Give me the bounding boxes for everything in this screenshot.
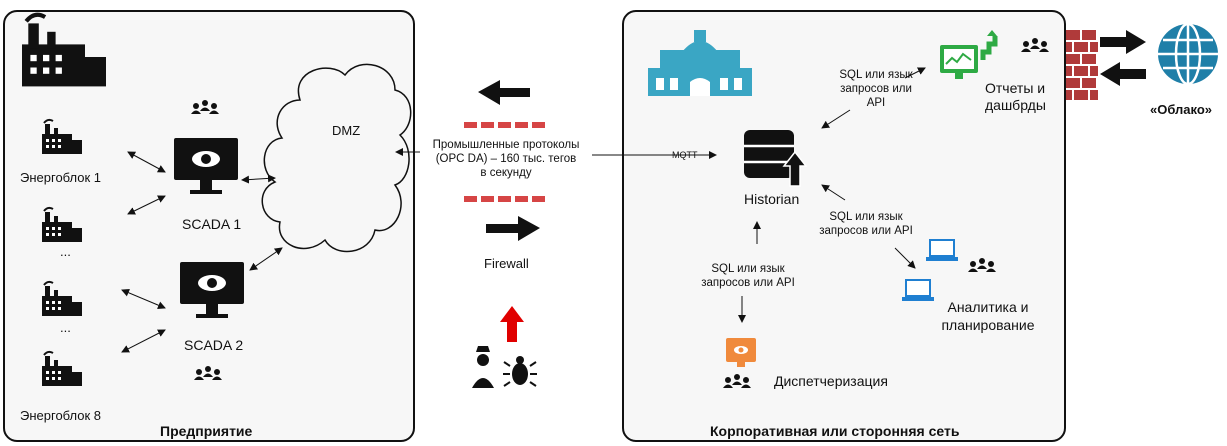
unit1-factory-icon — [41, 118, 83, 155]
unit8-label: Энергоблок 8 — [20, 408, 102, 423]
scada1-operators-icon — [191, 100, 219, 114]
firewall-top-bars — [464, 122, 545, 128]
ellipsis-a: ... — [60, 244, 71, 259]
dispatch-users-icon — [723, 374, 751, 388]
protocols-text: Промышленные протоколы (OPC DA) – 160 ты… — [420, 138, 592, 180]
ellipsis-b: ... — [60, 320, 71, 335]
firewall-bottom-bars — [464, 196, 545, 202]
dmz-cloud-shape — [261, 63, 412, 253]
enterprise-factory-icon — [22, 15, 106, 87]
corporate-title: Корпоративная или сторонняя сеть — [710, 423, 960, 439]
analytics-label: Аналитика и планирование — [941, 299, 1035, 333]
reports-users-icon — [1021, 38, 1049, 52]
reports-label: Отчеты и дашбрды — [985, 80, 1046, 113]
dmz-label: DMZ — [332, 123, 361, 138]
historian-database-icon — [744, 130, 808, 187]
red-attack-arrow-icon — [500, 306, 524, 342]
enterprise-title: Предприятие — [160, 423, 253, 439]
attacker-icon — [472, 346, 494, 388]
scada2-monitor-icon — [180, 262, 244, 318]
bug-icon — [503, 356, 537, 387]
analytics-users-icon — [968, 258, 996, 272]
unit-a-factory-icon — [41, 206, 83, 243]
dispatch-label: Диспетчеризация — [774, 373, 888, 389]
cloud-out-arrow-icon — [1100, 30, 1146, 54]
scada1-label: SCADA 1 — [182, 216, 242, 232]
analytics-laptop-bottom-icon — [902, 279, 934, 301]
unit8-factory-icon — [41, 350, 83, 387]
historian-label: Historian — [744, 191, 800, 207]
scada1-monitor-icon — [174, 138, 238, 194]
brick-wall-icon — [1066, 30, 1098, 100]
cloud-label: «Облако» — [1150, 102, 1213, 117]
firewall-label: Firewall — [484, 256, 529, 271]
mqtt-label: MQTT — [672, 150, 698, 160]
dispatch-monitor-icon — [726, 338, 756, 367]
unit-b-factory-icon — [41, 280, 83, 317]
reports-dashboard-icon — [940, 30, 998, 79]
arrow-right-icon — [486, 216, 540, 241]
cloud-in-arrow-icon — [1100, 62, 1146, 86]
analytics-laptop-top-icon — [926, 239, 958, 261]
sql-bottom-text: SQL или язык запросов или API — [701, 263, 795, 289]
scada2-label: SCADA 2 — [184, 337, 244, 353]
cloud-globe-icon — [1158, 22, 1218, 86]
sql-top-text: SQL или язык запросов или API — [839, 69, 913, 109]
unit1-label: Энергоблок 1 — [20, 170, 102, 185]
sql-right-text: SQL или язык запросов или API — [819, 211, 913, 237]
arrow-left-icon — [478, 80, 530, 105]
corporate-building-icon — [648, 30, 752, 96]
scada2-operators-icon — [194, 366, 222, 380]
